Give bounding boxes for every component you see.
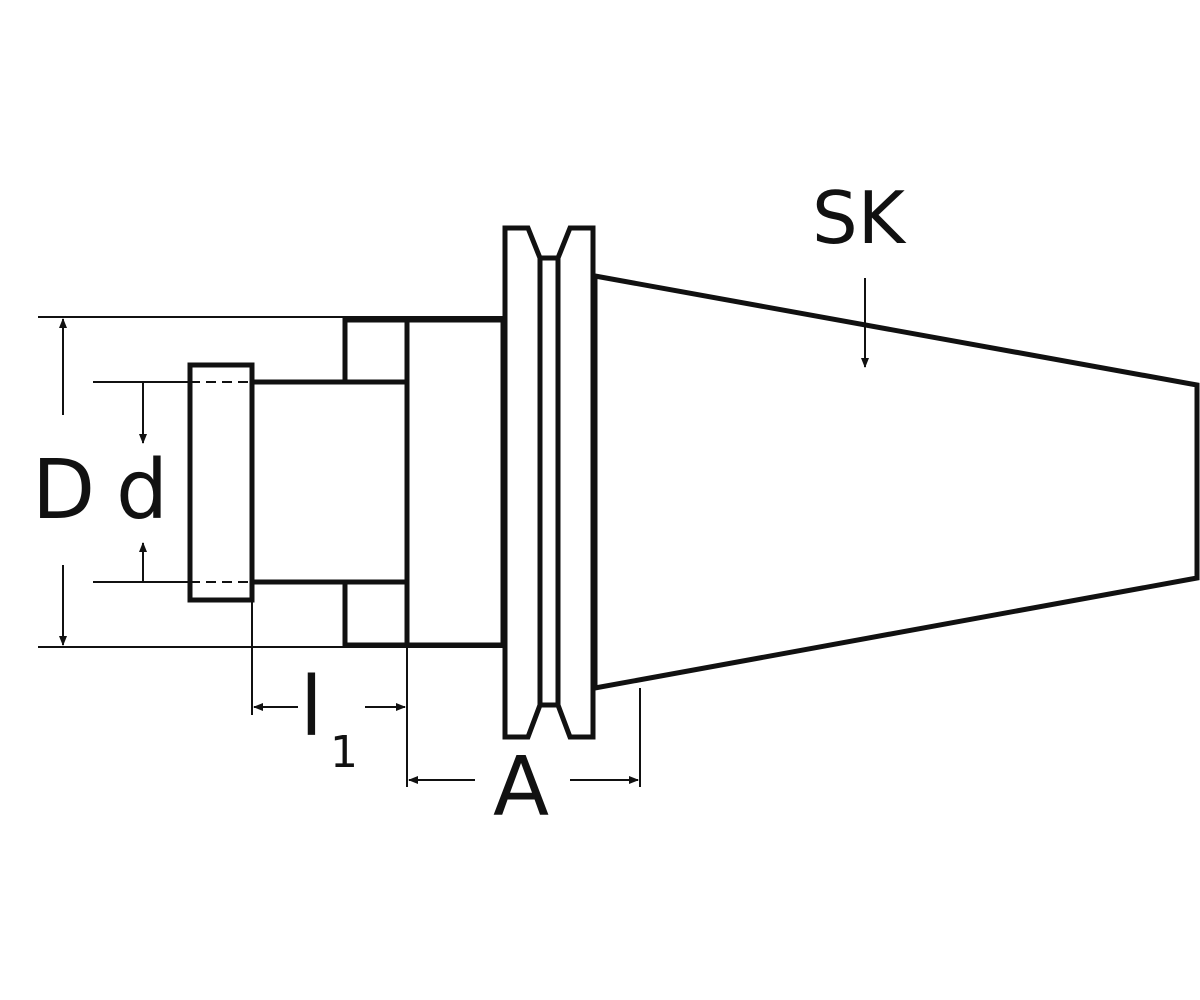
- flange-groove: [537, 255, 561, 708]
- label-length: l: [300, 660, 323, 755]
- flange-left: [502, 225, 543, 740]
- label-taper: SK: [812, 176, 907, 260]
- label-length-main: l: [300, 660, 323, 755]
- label-overall-length: A: [493, 740, 549, 835]
- label-length-subscript: 1: [330, 727, 358, 778]
- taper-cone: [592, 273, 1200, 691]
- body: [404, 317, 506, 648]
- collar-upper: [342, 317, 410, 385]
- flange-right: [555, 225, 596, 740]
- end-cap: [187, 362, 255, 603]
- shank: [249, 379, 410, 585]
- collar-lower: [342, 579, 410, 648]
- label-inner-diameter: d: [116, 443, 168, 538]
- label-outer-diameter: D: [32, 443, 95, 538]
